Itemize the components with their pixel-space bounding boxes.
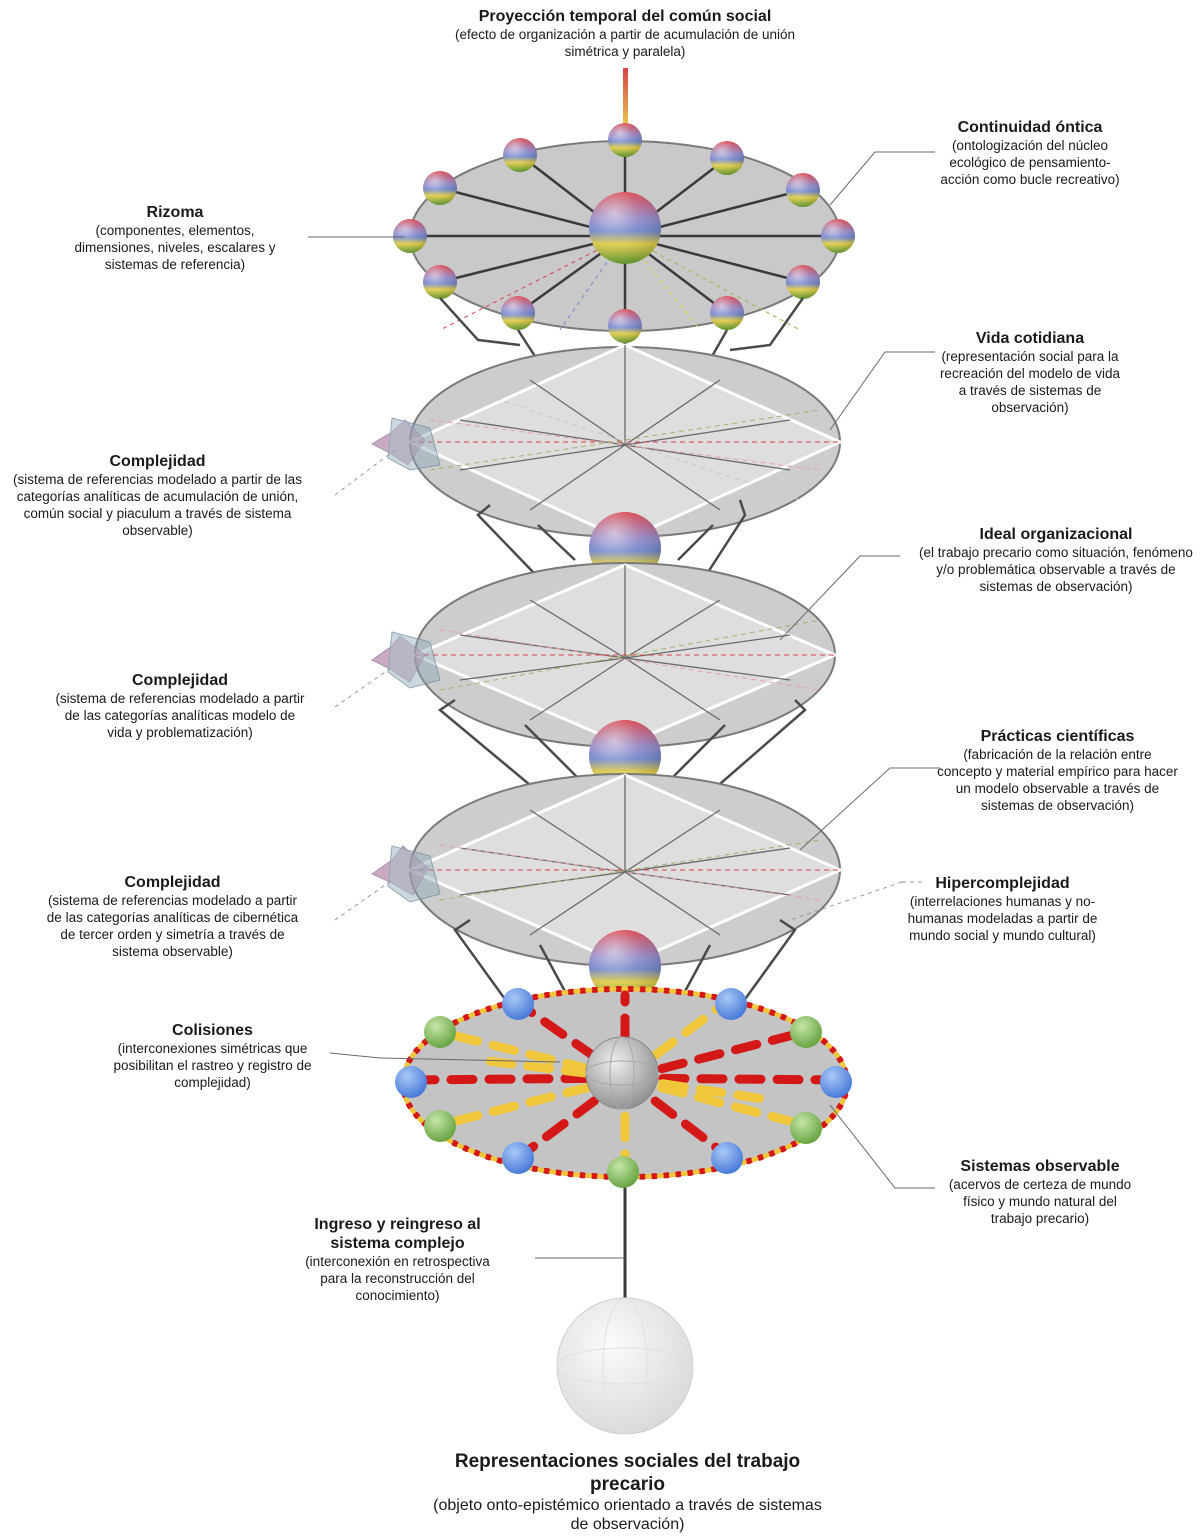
green-node (790, 1112, 822, 1144)
sistemas-title: Sistemas observable (960, 1158, 1120, 1175)
label-complejidad-3: Complejidad (sistema de referencias mode… (40, 873, 305, 960)
leader-ideal (779, 555, 900, 641)
ingreso-title: Ingreso y reingreso al sistema complejo (314, 1216, 481, 1252)
leader-continuidad (829, 151, 935, 206)
leader-sistemas (829, 1104, 935, 1189)
label-colisiones: Colisiones (interconexiones simétricas q… (110, 1021, 315, 1091)
leader-vida (829, 351, 935, 431)
proyeccion-desc: (efecto de organización a partir de acum… (455, 27, 795, 59)
leader-colisiones (329, 1052, 561, 1063)
green-node (424, 1110, 456, 1142)
ideal-title: Ideal organizacional (979, 526, 1133, 543)
complejidad2-title: Complejidad (131, 672, 228, 689)
star-icon (370, 417, 441, 471)
star-icon (371, 631, 441, 689)
star-icon (370, 845, 441, 903)
complejidad1-title: Complejidad (109, 453, 206, 470)
label-vida: Vida cotidiana (representación social pa… (935, 329, 1125, 416)
hiper-title: Hipercomplejidad (935, 875, 1070, 892)
sistemas-desc: (acervos de certeza de mundo físico y mu… (948, 1177, 1132, 1226)
rizoma-title: Rizoma (146, 204, 204, 221)
vida-title: Vida cotidiana (975, 330, 1085, 347)
complejidad3-desc: (sistema de referencias modelado a parti… (46, 893, 299, 959)
blue-node (820, 1066, 852, 1098)
rizoma-disc (393, 123, 855, 343)
green-node (607, 1156, 639, 1188)
projection-beam (623, 68, 628, 130)
label-ideal: Ideal organizacional (el trabajo precari… (915, 525, 1197, 595)
rizoma-desc: (componentes, elementos, dimensiones, ni… (74, 223, 276, 272)
label-rizoma: Rizoma (componentes, elementos, dimensio… (60, 203, 290, 273)
proyeccion-title: Proyección temporal del común social (478, 8, 772, 25)
practicas-desc: (fabricación de la relación entre concep… (937, 747, 1178, 813)
ingreso-desc: (interconexión en retrospectiva para la … (305, 1254, 490, 1303)
blue-node (502, 988, 534, 1020)
label-continuidad: Continuidad óntica (ontologización del n… (935, 118, 1125, 188)
continuidad-desc: (ontologización del núcleo ecológico de … (940, 138, 1120, 187)
colisiones-title: Colisiones (172, 1022, 253, 1039)
colisiones-desc: (interconexiones simétricas que posibili… (113, 1041, 312, 1090)
green-node (424, 1016, 456, 1048)
label-representaciones: Representaciones sociales del trabajo pr… (425, 1450, 830, 1534)
blue-node (711, 1142, 743, 1174)
complejidad2-desc: (sistema de referencias modelado a parti… (55, 691, 305, 740)
label-complejidad-1: Complejidad (sistema de referencias mode… (5, 452, 310, 539)
label-ingreso: Ingreso y reingreso al sistema complejo … (290, 1215, 505, 1304)
representaciones-desc: (objeto onto-epistémico orientado a trav… (433, 1497, 822, 1533)
green-node (790, 1016, 822, 1048)
continuidad-title: Continuidad óntica (957, 119, 1103, 136)
hiper-desc: (interrelaciones humanas y no-humanas mo… (907, 894, 1098, 943)
blue-node (502, 1142, 534, 1174)
vida-disc (370, 343, 844, 542)
ideal-disc (371, 562, 839, 748)
colisiones-disc (395, 986, 852, 1188)
label-practicas: Prácticas científicas (fabricación de la… (935, 727, 1180, 814)
object-sphere (556, 1297, 694, 1435)
label-sistemas: Sistemas observable (acervos de certeza … (945, 1157, 1135, 1227)
label-complejidad-2: Complejidad (sistema de referencias mode… (55, 671, 305, 741)
hiper-disc (370, 773, 844, 967)
vida-desc: (representación social para la recreació… (939, 349, 1121, 415)
complejidad1-desc: (sistema de referencias modelado a parti… (13, 472, 302, 538)
ideal-desc: (el trabajo precario como situación, fen… (919, 545, 1193, 594)
label-proyeccion: Proyección temporal del común social (ef… (440, 7, 810, 60)
rim-spheres (393, 123, 855, 343)
blue-node (395, 1066, 427, 1098)
label-hiper: Hipercomplejidad (interrelaciones humana… (905, 874, 1100, 944)
leader-practicas (799, 767, 940, 851)
complejidad3-title: Complejidad (124, 874, 221, 891)
blue-node (715, 988, 747, 1020)
collision-hub-sphere (585, 1036, 659, 1110)
practicas-title: Prácticas científicas (980, 728, 1135, 745)
representaciones-title: Representaciones sociales del trabajo pr… (454, 1451, 801, 1495)
